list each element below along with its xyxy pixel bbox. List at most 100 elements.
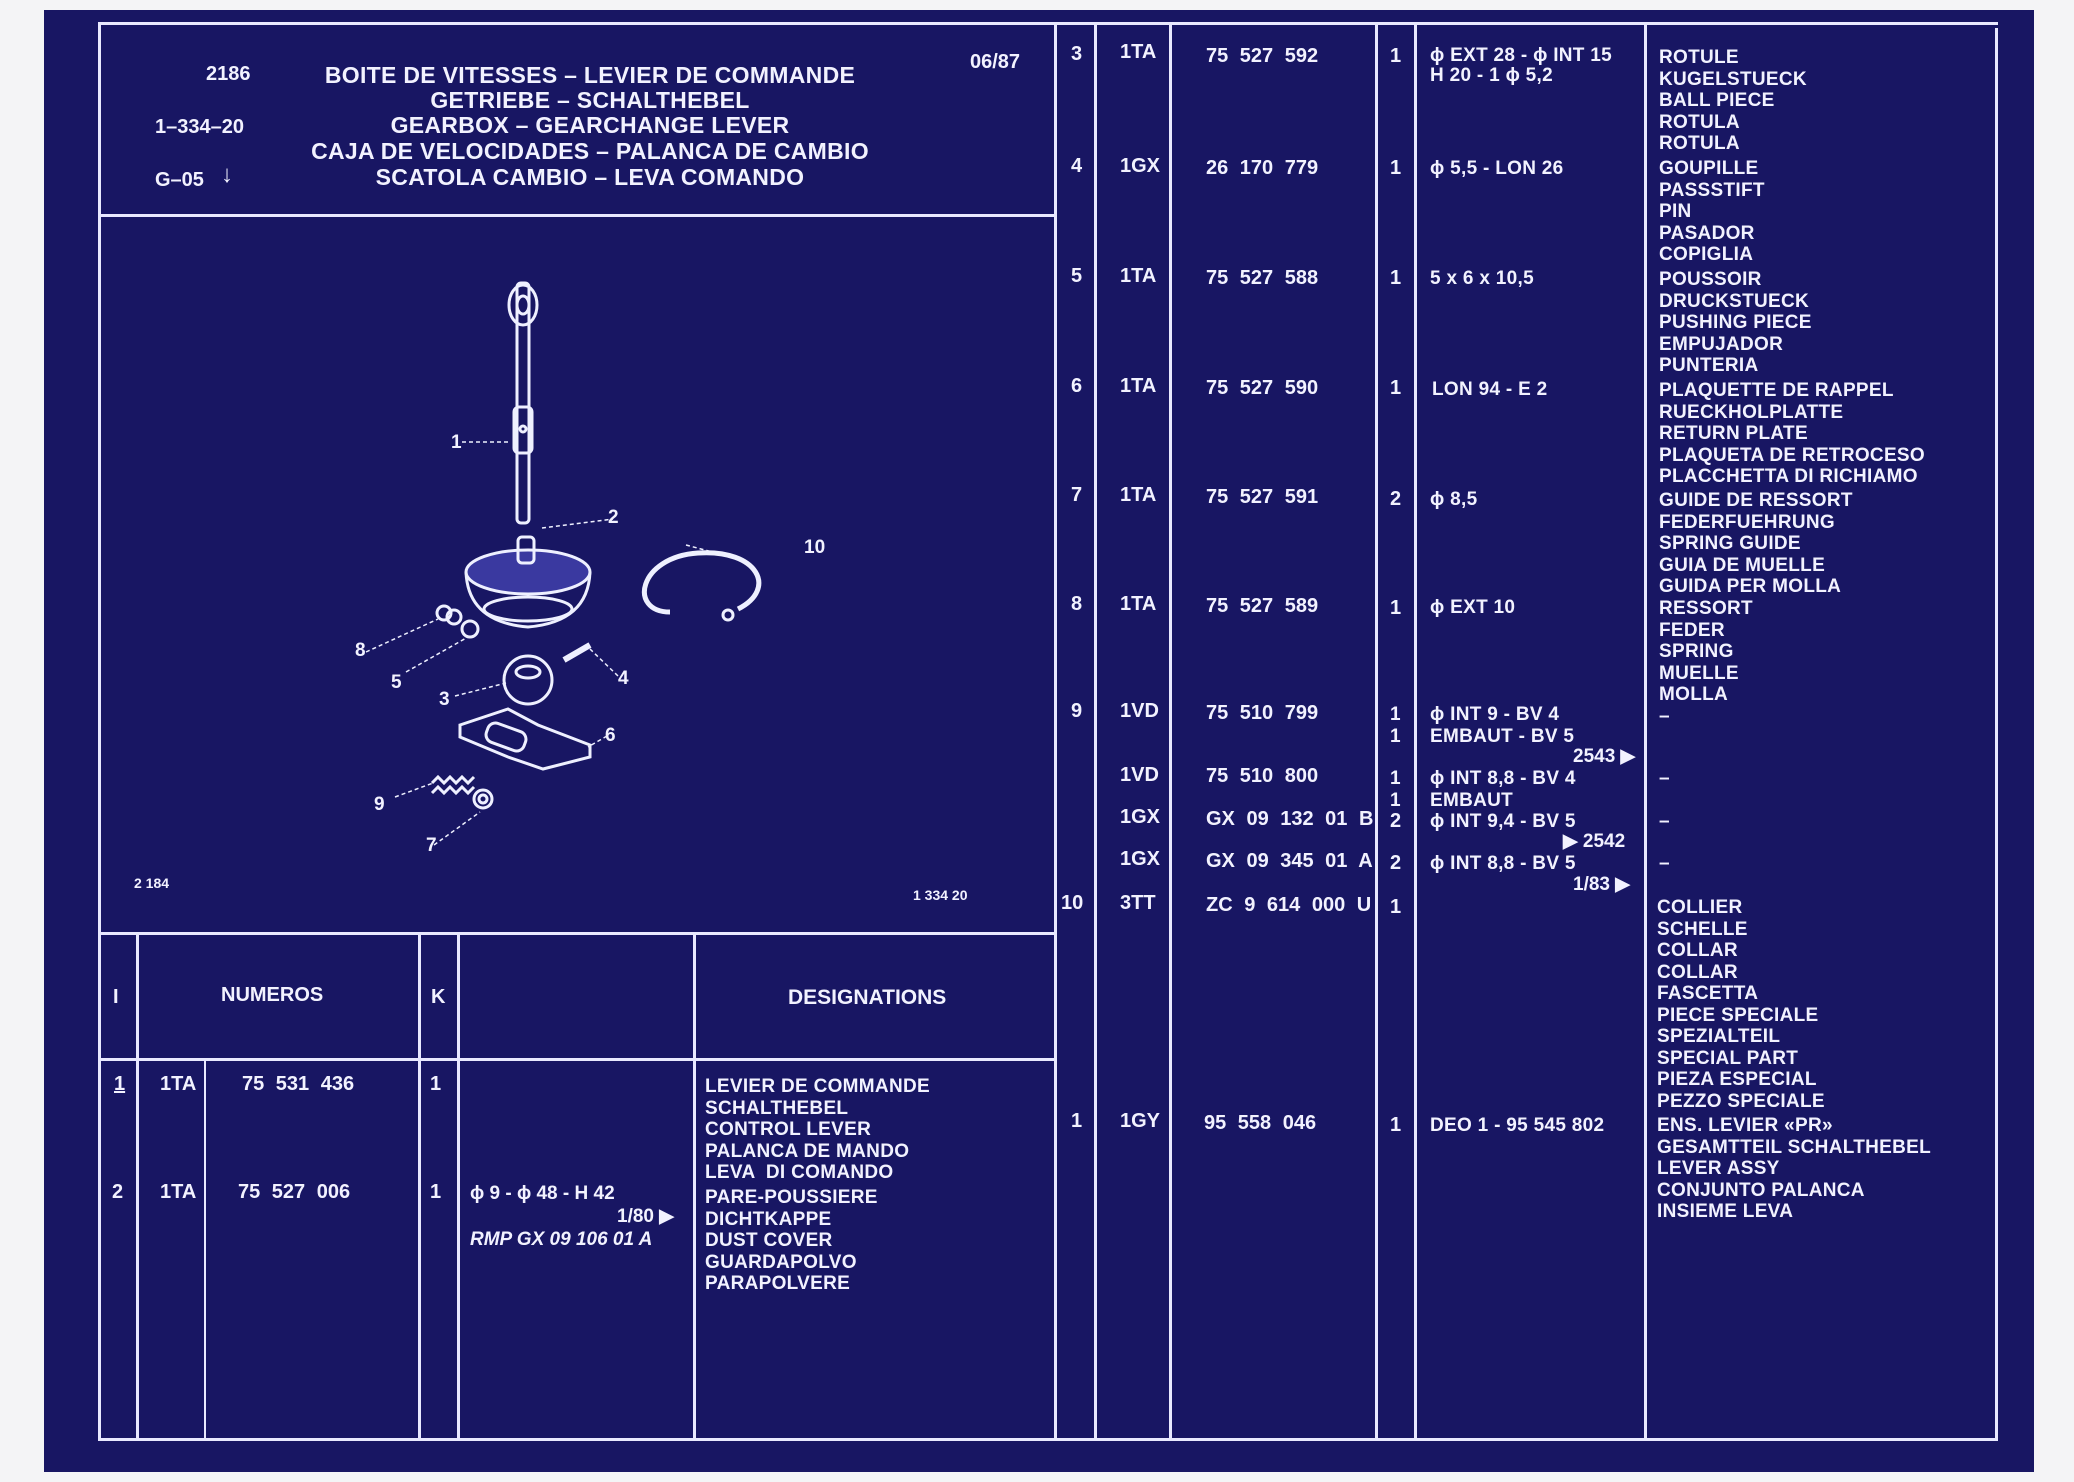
row-code: 1TA [1120, 375, 1157, 397]
row-designations: – [1659, 853, 1670, 874]
callout-2: 2 [608, 507, 619, 528]
row-designations: – [1659, 768, 1670, 789]
row-qty: 1 [1390, 45, 1402, 67]
title-block: BOITE DE VITESSES – LEVIER DE COMMANDE G… [300, 64, 880, 192]
section-code: 1–334–20 [155, 116, 244, 138]
row-part-number: 75 527 006 [238, 1181, 351, 1203]
row-index: 6 [1071, 375, 1083, 397]
row-spec: ϕ 8,5 [1430, 489, 1478, 510]
row-qty: 2 [1390, 810, 1402, 832]
row-code: 1VD [1120, 764, 1159, 786]
row-designations: PLAQUETTE DE RAPPEL RUECKHOLPLATTE RETUR… [1659, 380, 1925, 487]
row-code: 1TA [1120, 265, 1157, 287]
callout-1: 1 [451, 432, 462, 453]
row-designations: RESSORT FEDER SPRING MUELLE MOLLA – [1659, 598, 1753, 727]
row-qty: 1 [1390, 597, 1402, 619]
row-code: 1GX [1120, 155, 1161, 177]
row-qty: 1 [1390, 377, 1402, 399]
sheet-date: 06/87 [970, 51, 1021, 73]
row-part-number: GX 09 132 01 B [1206, 808, 1374, 830]
pushing-piece-part [435, 604, 480, 639]
diagram-ref-right: 1 334 20 [913, 887, 968, 903]
col-header-designations: DESIGNATIONS [788, 986, 947, 1009]
row-designations: ROTULE KUGELSTUECK BALL PIECE ROTULA ROT… [1659, 47, 1807, 154]
callout-7: 7 [426, 835, 437, 856]
model-code: G–05 [155, 169, 204, 191]
row-spec: 5 x 6 x 10,5 [1430, 268, 1534, 289]
row-spec-date: 1/80 ▶ [617, 1206, 674, 1227]
arrow-down-icon: ↓ [221, 161, 233, 188]
header-divider [98, 214, 1056, 217]
col-line [1375, 22, 1378, 1441]
plate-number: 2186 [206, 63, 251, 85]
row-index: 8 [1071, 593, 1083, 615]
row-part-number: 75 531 436 [242, 1073, 355, 1095]
row-index: 7 [1071, 484, 1083, 506]
frame-bottom [98, 1438, 1998, 1441]
row-part-number: 75 527 590 [1206, 377, 1319, 399]
row-designations: ENS. LEVIER «PR» GESAMTTEIL SCHALTHEBEL … [1657, 1115, 1932, 1222]
frame-left [98, 22, 101, 1441]
row-index: 5 [1071, 265, 1083, 287]
row-qty: 1 [1390, 267, 1402, 289]
title-fr: BOITE DE VITESSES – LEVIER DE COMMANDE [324, 62, 856, 88]
col-line [693, 935, 696, 1438]
row-part-number: GX 09 345 01 A [1206, 850, 1373, 872]
dust-cover-part [464, 535, 592, 629]
frame-top [98, 22, 1998, 25]
frame-right [1995, 28, 1998, 1438]
row-qty: 1 [430, 1181, 442, 1203]
parts-sheet [44, 10, 2034, 1472]
row-replacement: RMP GX 09 106 01 A [470, 1229, 653, 1250]
callout-5: 5 [391, 672, 402, 693]
row-designations: GUIDE DE RESSORT FEDERFUEHRUNG SPRING GU… [1659, 490, 1853, 597]
row-code: 1TA [160, 1181, 197, 1203]
row-part-number: 75 527 588 [1206, 267, 1319, 289]
callout-4: 4 [618, 668, 629, 689]
row-spec: ϕ INT 8,8 - BV 4 EMBAUT [1430, 768, 1576, 811]
col-line [1644, 22, 1647, 1441]
col-header-k: K [431, 986, 446, 1008]
pin-part [562, 642, 592, 663]
table-header-bottom-line [98, 1058, 1056, 1061]
callout-8: 8 [355, 640, 366, 661]
lever-part [507, 281, 539, 525]
callout-9: 9 [374, 794, 385, 815]
spring-part [430, 774, 494, 810]
col-line [457, 935, 460, 1438]
row-index: 1 [1071, 1110, 1083, 1132]
callout-10: 10 [804, 537, 826, 558]
exploded-diagram [365, 281, 762, 846]
row-spec: ϕ INT 9,4 - BV 5 [1430, 811, 1576, 832]
row-code: 3TT [1120, 892, 1156, 914]
row-part-number: 75 510 800 [1206, 765, 1319, 787]
title-en: GEARBOX – GEARCHANGE LEVER [390, 112, 790, 138]
row-qty: 1 1 [1390, 768, 1401, 811]
row-index: 10 [1061, 892, 1084, 914]
row-spec: ϕ EXT 28 - ϕ INT 15 H 20 - 1 ϕ 5,2 [1430, 45, 1613, 86]
row-spec: ϕ 5,5 - LON 26 [1430, 158, 1564, 179]
row-part-number: 26 170 779 [1206, 157, 1319, 179]
col-line [204, 1060, 206, 1438]
row-part-number: 75 527 589 [1206, 595, 1319, 617]
row-qty: 2 [1390, 488, 1402, 510]
row-index: 9 [1071, 700, 1083, 722]
row-qty: 1 1 [1390, 704, 1401, 747]
row-part-number: 75 527 591 [1206, 486, 1319, 508]
row-designations: POUSSOIR DRUCKSTUECK PUSHING PIECE EMPUJ… [1659, 269, 1812, 376]
callout-6: 6 [605, 725, 616, 746]
row-spec: ϕ 9 - ϕ 48 - H 42 [470, 1183, 615, 1204]
title-es: CAJA DE VELOCIDADES – PALANCA DE CAMBIO [311, 138, 869, 164]
row-code: 1TA [160, 1073, 197, 1095]
row-index: 4 [1071, 155, 1083, 177]
row-designations: PARE-POUSSIERE DICHTKAPPE DUST COVER GUA… [705, 1187, 878, 1294]
col-line [1169, 22, 1172, 1441]
left-panel-right-edge [1054, 22, 1057, 1441]
row-code: 1TA [1120, 593, 1157, 615]
return-plate-part [458, 707, 592, 771]
col-line [1094, 22, 1097, 1441]
row-spec: ϕ EXT 10 [1430, 597, 1516, 618]
row-code: 1TA [1120, 484, 1157, 506]
ball-piece-part [502, 654, 554, 706]
row-code: 1GX [1120, 848, 1161, 870]
